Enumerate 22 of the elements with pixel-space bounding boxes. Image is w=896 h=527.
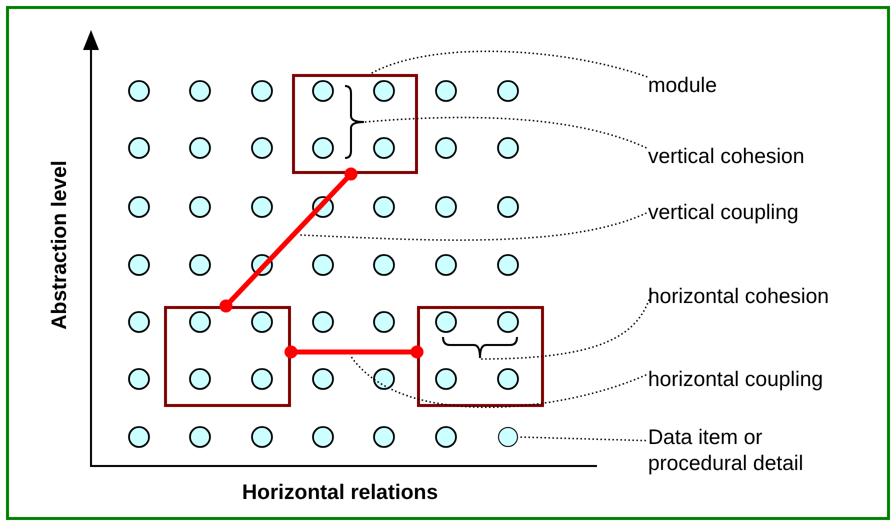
- callout-label: module: [648, 74, 717, 97]
- module-box: [417, 306, 544, 407]
- callout-label: vertical cohesion: [648, 145, 804, 168]
- data-item-circle: [498, 427, 518, 447]
- axis-title: Abstraction level: [47, 159, 72, 332]
- callout-label: Data item or procedural detail: [648, 426, 804, 475]
- brace: [345, 85, 365, 159]
- leader-line: [480, 292, 652, 360]
- leader-line: [364, 116, 647, 149]
- module-box: [164, 306, 291, 407]
- leader-line: [518, 436, 646, 442]
- module-box: [292, 74, 418, 174]
- axis-title: Horizontal relations: [242, 480, 438, 506]
- coupling-line: [219, 168, 358, 312]
- coupling-line: [284, 345, 424, 358]
- leader-line: [370, 50, 648, 78]
- callout-label: horizontal coupling: [648, 368, 824, 391]
- leader-line: [300, 212, 647, 241]
- leader-line: [349, 354, 647, 408]
- callout-label: vertical coupling: [648, 201, 799, 224]
- callout-label: horizontal cohesion: [648, 285, 829, 308]
- brace: [442, 337, 518, 359]
